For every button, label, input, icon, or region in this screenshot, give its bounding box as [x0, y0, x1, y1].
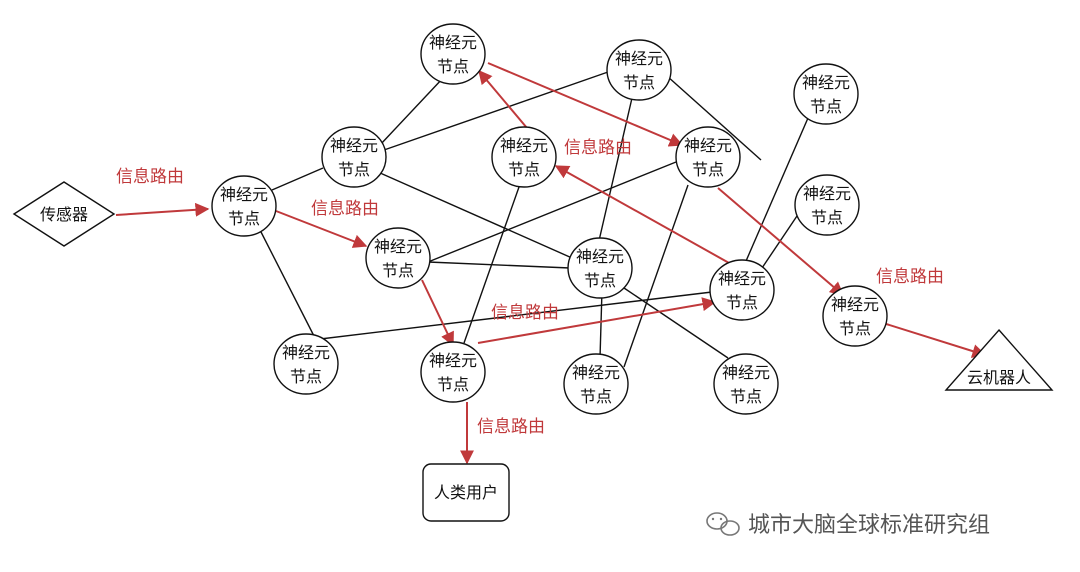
neuron-label-line1: 神经元 — [330, 136, 378, 155]
neuron-label-line1: 神经元 — [500, 136, 548, 155]
neuron-label-line2: 节点 — [584, 271, 616, 290]
route-arrow — [882, 322, 987, 358]
neuron-node: 神经元 节点 — [211, 175, 277, 237]
neuron-label-line2: 节点 — [508, 160, 540, 179]
neuron-node: 神经元 节点 — [321, 126, 387, 188]
neuron-label-line1: 神经元 — [831, 295, 879, 314]
neuron-label-line1: 神经元 — [684, 136, 732, 155]
neuron-label-line2: 节点 — [580, 387, 612, 406]
route-arrow — [275, 210, 368, 248]
neuron-label-line1: 神经元 — [429, 351, 477, 370]
neuron-label-line2: 节点 — [290, 367, 322, 386]
neuron-label-line1: 神经元 — [572, 363, 620, 382]
neuron-label-line2: 节点 — [382, 261, 414, 280]
routing-label: 信息路由 — [491, 303, 559, 323]
route-arrow — [421, 279, 454, 347]
sensor-node: 传感器 — [12, 181, 116, 247]
neuron-node: 神经元 节点 — [709, 259, 775, 321]
neuron-label-line1: 神经元 — [722, 363, 770, 382]
cloud-robot-label: 云机器人 — [967, 368, 1031, 387]
routing-label: 信息路由 — [311, 199, 379, 219]
neuron-node: 神经元 节点 — [273, 333, 339, 395]
human-user-node: 人类用户 — [422, 463, 510, 522]
neuron-label-line1: 神经元 — [429, 33, 477, 52]
routing-label: 信息路由 — [876, 267, 944, 287]
neuron-label-line1: 神经元 — [282, 343, 330, 362]
route-arrow — [478, 69, 528, 129]
neuron-node: 神经元 节点 — [420, 341, 486, 403]
neuron-label-line2: 节点 — [228, 209, 260, 228]
neuron-label-line2: 节点 — [839, 319, 871, 338]
human-user-label: 人类用户 — [434, 483, 498, 502]
neuron-label-line2: 节点 — [726, 293, 758, 312]
neuron-label-line2: 节点 — [730, 387, 762, 406]
neuron-label-line1: 神经元 — [220, 185, 268, 204]
neuron-label-line1: 神经元 — [802, 73, 850, 92]
neuron-label-line2: 节点 — [692, 160, 724, 179]
route-arrow — [115, 202, 210, 217]
sensor-label: 传感器 — [40, 205, 88, 224]
neuron-label-line2: 节点 — [811, 208, 843, 227]
cloud-robot-node: 云机器人 — [944, 328, 1054, 391]
routing-label: 信息路由 — [116, 167, 184, 187]
watermark-text: 城市大脑全球标准研究组 — [748, 513, 990, 538]
neuron-node: 神经元 节点 — [563, 353, 629, 415]
route-arrow — [554, 165, 739, 269]
neuron-label-line2: 节点 — [623, 73, 655, 92]
routing-labels: 信息路由 信息路由 信息路由 信息路由 信息路由 信息路由 — [116, 138, 944, 437]
watermark: 城市大脑全球标准研究组 — [706, 512, 990, 538]
neuron-node: 神经元 节点 — [567, 237, 633, 299]
routing-label: 信息路由 — [477, 417, 545, 437]
neuron-label-line1: 神经元 — [374, 237, 422, 256]
route-arrow — [717, 187, 845, 296]
neuron-node: 神经元 节点 — [365, 227, 431, 289]
neuron-node: 神经元 节点 — [713, 353, 779, 415]
neuron-label-line2: 节点 — [437, 375, 469, 394]
wechat-icon — [706, 512, 740, 536]
neuron-node: 神经元 节点 — [793, 63, 859, 125]
route-arrow — [477, 297, 717, 344]
neuron-node: 神经元 节点 — [794, 174, 860, 236]
neuron-label-line1: 神经元 — [718, 269, 766, 288]
neuron-nodes: 神经元 节点 神经元 节点 神经元 节点 神经元 节点 神经元 节点 神经元 节… — [211, 23, 888, 415]
connection-lines — [259, 71, 809, 368]
neuron-label-line1: 神经元 — [576, 247, 624, 266]
neuron-label-line2: 节点 — [437, 57, 469, 76]
neuron-label-line2: 节点 — [810, 97, 842, 116]
neuron-node: 神经元 节点 — [420, 23, 486, 85]
neuron-node: 神经元 节点 — [822, 285, 888, 347]
routing-arrows — [115, 62, 987, 465]
neuron-label-line2: 节点 — [338, 160, 370, 179]
route-arrow — [487, 62, 684, 147]
neuron-node: 神经元 节点 — [675, 126, 741, 188]
neuron-node: 神经元 节点 — [491, 126, 557, 188]
neuron-label-line1: 神经元 — [615, 49, 663, 68]
routing-label: 信息路由 — [564, 138, 632, 158]
neuron-node: 神经元 节点 — [606, 39, 672, 101]
neuron-label-line1: 神经元 — [803, 184, 851, 203]
